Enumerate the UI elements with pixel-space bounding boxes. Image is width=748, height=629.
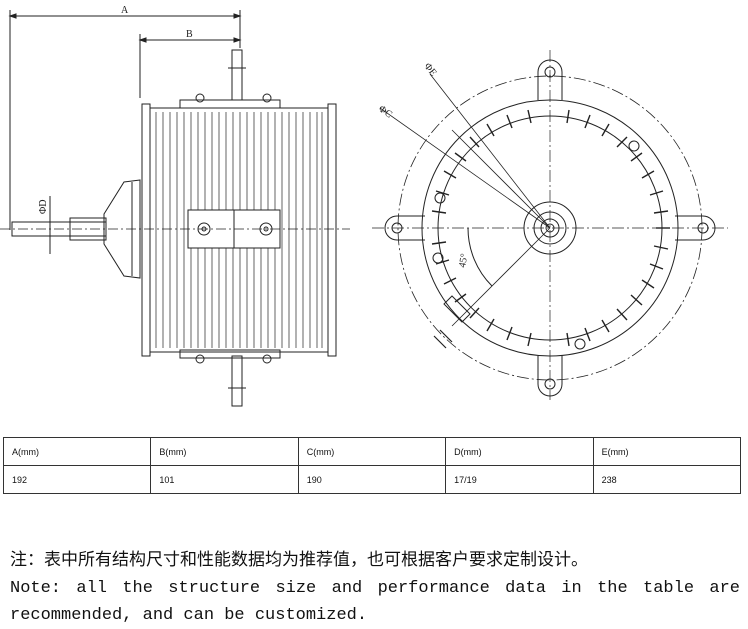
header-e: E(mm) [592,437,742,466]
header-d: D(mm) [445,437,594,466]
dim-b-label: B [186,29,193,40]
value-c: 190 [297,465,447,494]
value-d: 17/19 [445,465,594,494]
table-header-row: A(mm) B(mm) C(mm) D(mm) E(mm) [2,437,742,466]
motor-drawing: A B ΦD ΦE ΦC 45° [0,5,728,407]
angle-label: 45° [457,253,470,269]
value-b: 101 [150,465,299,494]
note-block: 注：表中所有结构尺寸和性能数据均为推荐值，也可根据客户要求定制设计。 Note:… [10,548,740,629]
value-e: 238 [592,465,742,494]
dim-c-label: ΦC [376,103,394,120]
header-a: A(mm) [2,437,152,466]
table-row: 192 101 190 17/19 238 [2,465,742,494]
note-english: Note: all the structure size and perform… [10,579,740,625]
dim-e-label: ΦE [422,61,439,78]
header-b: B(mm) [150,437,299,466]
dim-d-label: ΦD [38,199,49,214]
spec-table: A(mm) B(mm) C(mm) D(mm) E(mm) 192 101 19… [2,437,742,494]
value-a: 192 [2,465,152,494]
header-c: C(mm) [297,437,447,466]
dim-a-label: A [121,5,129,16]
note-chinese: 注：表中所有结构尺寸和性能数据均为推荐值，也可根据客户要求定制设计。 [10,552,588,571]
